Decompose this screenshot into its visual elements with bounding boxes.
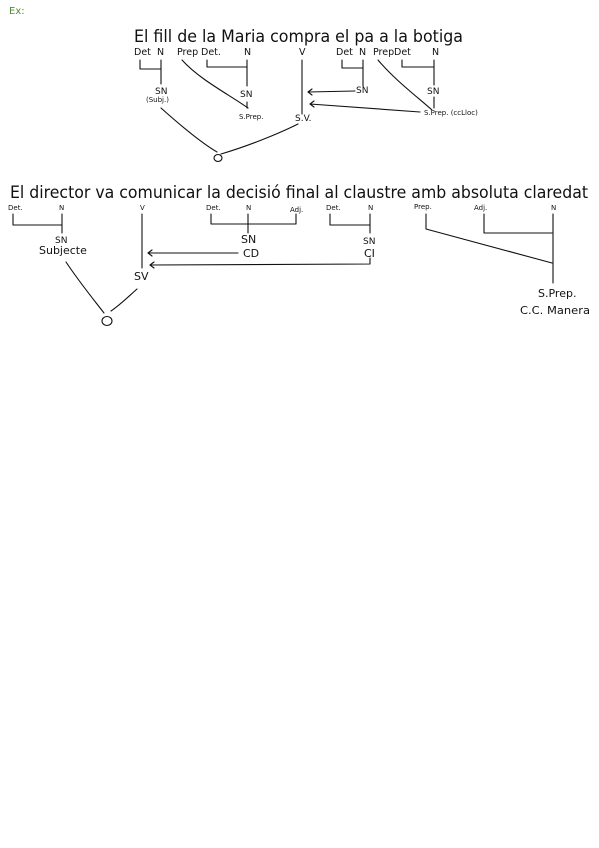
node-sn-subject: SN [55, 236, 67, 246]
tag-n: N [246, 204, 251, 212]
tag-prep: Prep. [414, 203, 432, 211]
sentence-2: El director va comunicar la decisió fina… [10, 183, 588, 203]
tag-det: Det. [201, 47, 221, 58]
tag-n: N [432, 47, 439, 58]
tag-prep: Prep [373, 47, 394, 58]
tag-n: N [157, 47, 164, 58]
node-sn-pa: SN [356, 86, 368, 96]
tag-v: V [299, 47, 306, 58]
node-sv: S.V. [295, 114, 311, 124]
tag-n: N [551, 204, 556, 212]
tree-lines-1 [139, 59, 435, 163]
node-sn-ci: SN [363, 237, 375, 247]
tag-n: N [59, 204, 64, 212]
tag-adj: Adj. [290, 206, 303, 214]
example-label: Ex: [9, 6, 25, 17]
node-ci: CI [364, 247, 375, 260]
node-sn-botiga: SN [427, 87, 439, 97]
tag-det: Det [336, 47, 353, 58]
node-sprep: S.Prep. [538, 287, 576, 300]
node-subj-label: (Subj.) [146, 96, 169, 104]
node-cc-manera: C.C. Manera [520, 304, 590, 317]
node-cd: CD [243, 247, 259, 260]
node-sn-subject: SN [155, 87, 167, 97]
tree-lines-2 [12, 213, 554, 327]
tag-adj: Adj. [474, 204, 487, 212]
diagram-1: El fill de la Maria compra el pa a la bo… [134, 27, 478, 163]
node-subjecte: Subjecte [39, 244, 87, 257]
tag-n: N [368, 204, 373, 212]
node-sn-cd: SN [241, 233, 256, 246]
node-sprep-ccloc: S.Prep. (ccLloc) [424, 109, 478, 117]
tag-det: Det. [326, 204, 341, 212]
tag-det: Det. [8, 204, 23, 212]
node-sprep: S.Prep. [239, 113, 263, 121]
tag-prep: Prep [177, 47, 198, 58]
tag-n: N [359, 47, 366, 58]
node-sv: SV [134, 270, 149, 283]
tag-det: Det [134, 47, 151, 58]
tag-det: Det [394, 47, 411, 58]
node-sn-maria: SN [240, 90, 252, 100]
tag-det: Det. [206, 204, 221, 212]
diagram-2: El director va comunicar la decisió fina… [8, 183, 590, 327]
tag-v: V [140, 204, 145, 212]
tag-n: N [244, 47, 251, 58]
sentence-1: El fill de la Maria compra el pa a la bo… [134, 27, 463, 47]
